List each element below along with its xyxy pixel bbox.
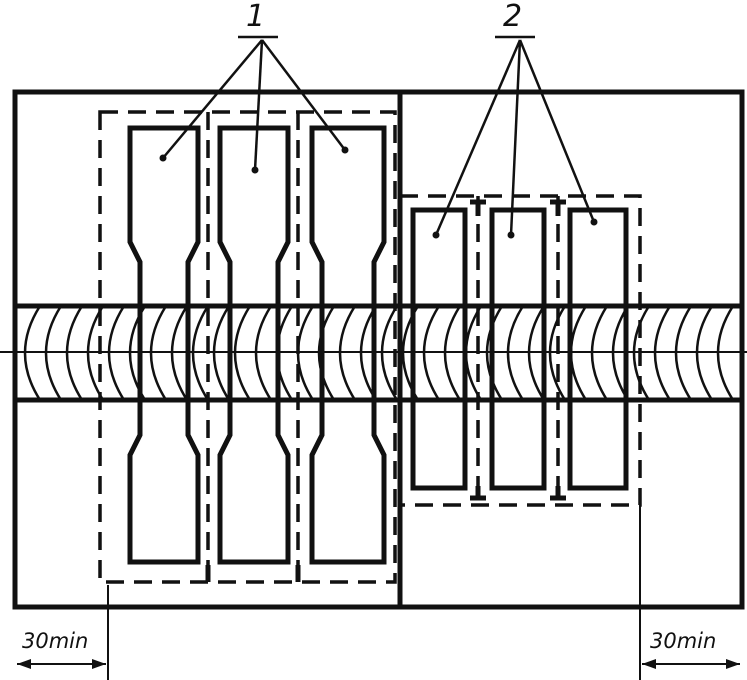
callout-1-label: 1 <box>246 0 265 34</box>
leader-line <box>509 39 522 236</box>
leader-dot <box>251 166 259 174</box>
callout-2-label: 2 <box>503 0 522 34</box>
bend-specimen-2c <box>567 207 629 491</box>
group-1-cut-outline <box>98 110 397 584</box>
group-2-cut-outline <box>400 194 642 507</box>
arrow-head <box>642 659 656 669</box>
right-margin-dimension-label: 30min <box>650 629 716 653</box>
specimen-tick <box>470 486 486 501</box>
leader-line <box>253 39 264 171</box>
left-margin-dimension: 30min <box>17 629 106 669</box>
arrow-head <box>92 659 106 669</box>
group-2-specimens <box>410 199 629 501</box>
callout-1-leaders <box>159 35 349 174</box>
plate-outline <box>12 89 745 610</box>
leader-line <box>518 39 596 223</box>
leader-line <box>162 39 263 159</box>
tensile-specimen-1c <box>309 125 387 565</box>
left-margin-dimension-label: 30min <box>22 629 88 653</box>
arrow-head <box>17 659 31 669</box>
specimen-tick <box>470 199 486 216</box>
arrow-head <box>726 659 740 669</box>
bend-specimen-2a <box>410 207 468 491</box>
leader-dot <box>341 146 349 154</box>
callout-2-leaders <box>432 35 598 239</box>
leader-line <box>434 39 522 236</box>
bend-specimen-2b <box>489 207 547 491</box>
leader-dot <box>507 231 515 239</box>
specimen-tick <box>550 199 566 216</box>
right-margin-dimension: 30min <box>642 629 740 669</box>
tensile-specimen-1b <box>217 125 291 565</box>
leader-dot <box>432 231 440 239</box>
leader-line <box>261 39 346 151</box>
specimen-tick <box>550 486 566 501</box>
tensile-specimen-1a <box>127 125 201 565</box>
leader-dot <box>590 218 598 226</box>
leader-dot <box>159 154 167 162</box>
group-1-specimens <box>127 125 387 582</box>
